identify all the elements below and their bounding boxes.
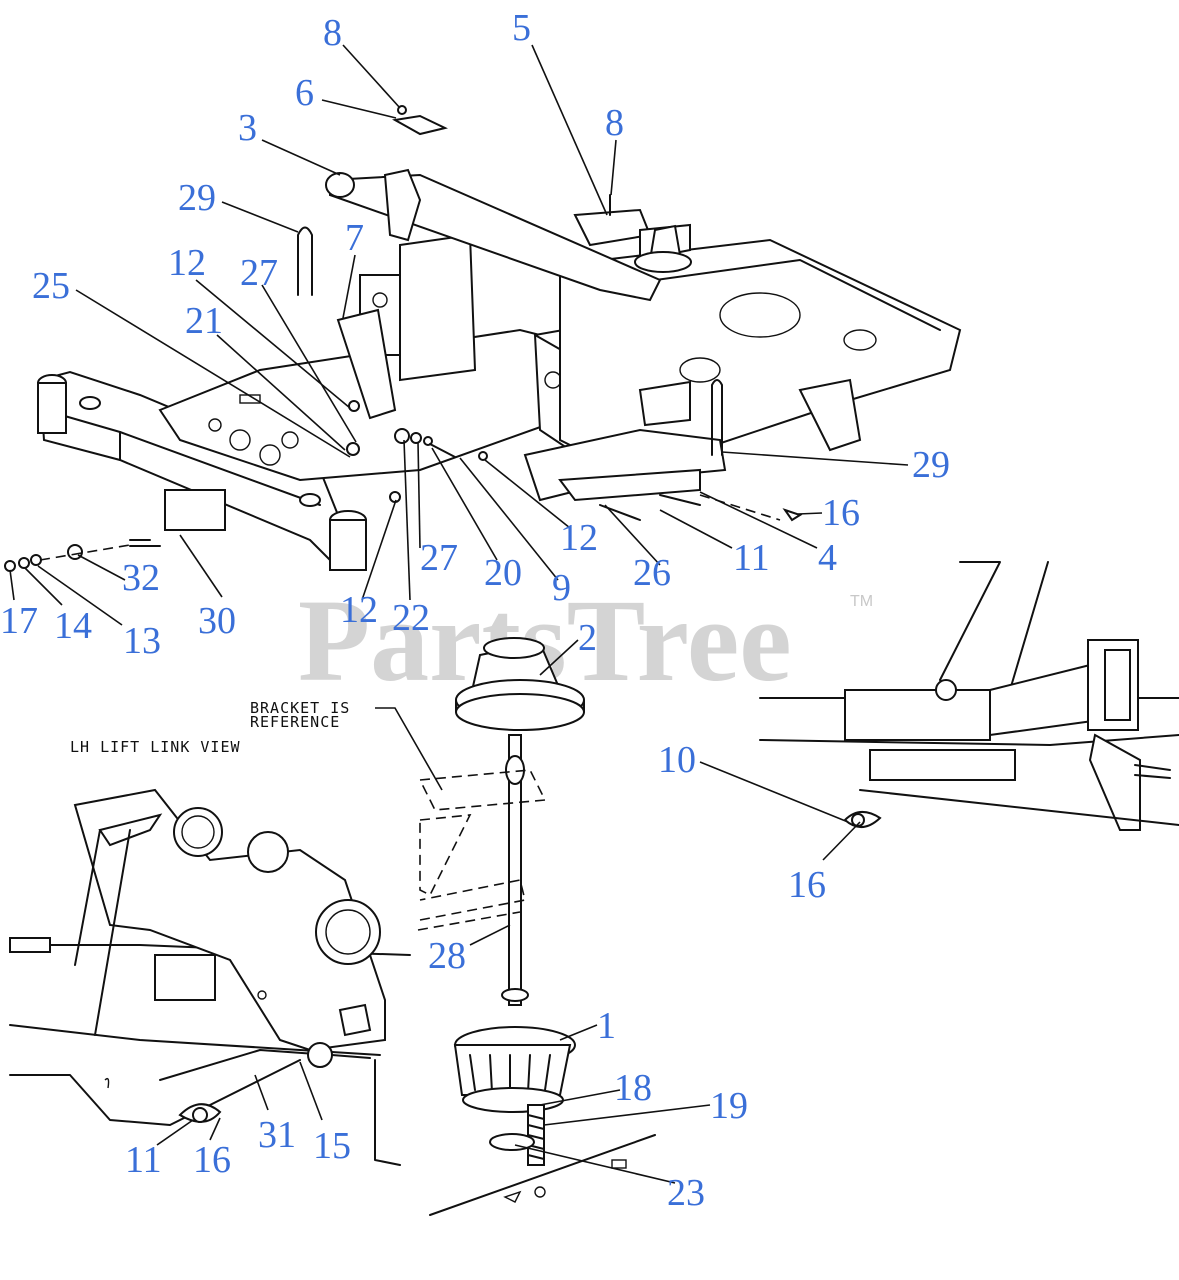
callout-20: 20: [484, 552, 522, 594]
callout-32: 32: [122, 557, 160, 599]
callout-27-top: 27: [240, 252, 278, 294]
callout-30: 30: [198, 600, 236, 642]
watermark-trademark: TM: [850, 593, 873, 610]
bracket-note-line2: REFERENCE: [250, 713, 340, 731]
callout-8-right: 8: [605, 102, 624, 144]
callout-19: 19: [710, 1085, 748, 1127]
callout-23: 23: [667, 1172, 705, 1214]
callout-4: 4: [818, 537, 837, 579]
callout-7: 7: [345, 217, 364, 259]
callout-9: 9: [552, 567, 571, 609]
callout-12-bottom: 12: [340, 589, 378, 631]
callout-11-bottom: 11: [125, 1139, 162, 1181]
callout-16-top: 16: [822, 492, 860, 534]
callout-25: 25: [32, 265, 70, 307]
callout-6: 6: [295, 72, 314, 114]
callout-28: 28: [428, 935, 466, 977]
callout-17: 17: [0, 600, 38, 642]
callout-15: 15: [313, 1125, 351, 1167]
callout-12-top: 12: [168, 242, 206, 284]
callout-3: 3: [238, 107, 257, 149]
callout-5: 5: [512, 7, 531, 49]
callout-2: 2: [578, 617, 597, 659]
callout-12-right: 12: [560, 517, 598, 559]
callout-16-right: 16: [788, 864, 826, 906]
callout-11-top: 11: [733, 537, 770, 579]
callout-26: 26: [633, 552, 671, 594]
bracket-note: BRACKET IS REFERENCE: [250, 699, 443, 791]
leader-lines: [9, 44, 909, 1184]
callout-29-right: 29: [912, 444, 950, 486]
right-detail-view: [759, 561, 1179, 831]
callout-18: 18: [614, 1067, 652, 1109]
callout-14: 14: [54, 605, 92, 647]
lh-lift-link-view-title: LH LIFT LINK VIEW: [70, 738, 241, 756]
callout-31: 31: [258, 1114, 296, 1156]
callout-1: 1: [597, 1005, 616, 1047]
callout-22: 22: [392, 597, 430, 639]
callout-13: 13: [123, 620, 161, 662]
callout-27-bottom: 27: [420, 537, 458, 579]
bracket-note-line1: BRACKET IS: [250, 699, 350, 717]
callout-21: 21: [185, 300, 223, 342]
callout-16-bottom: 16: [193, 1139, 231, 1181]
lh-lift-link-view: [9, 788, 411, 1166]
main-frame-assembly: [4, 105, 962, 572]
callout-10: 10: [658, 739, 696, 781]
callout-numbers: 8 6 5 8 3 29 7 12 27 25 21 29 16 12 11 4…: [0, 7, 950, 1214]
shaft-assembly: [417, 637, 656, 1216]
callout-8-top: 8: [323, 12, 342, 54]
callout-29-top: 29: [178, 177, 216, 219]
